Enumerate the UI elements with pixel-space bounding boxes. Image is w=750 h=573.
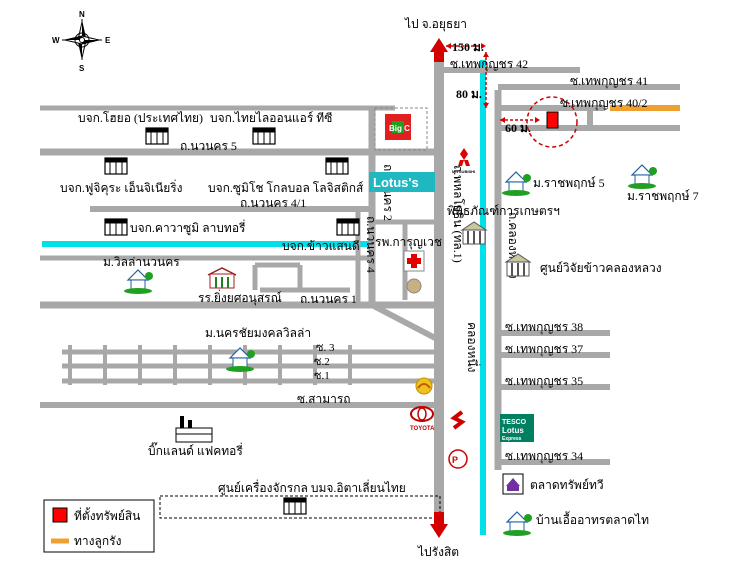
village-icon bbox=[124, 164, 657, 536]
bigland-label: บิ๊กแลนด์ แฟคทอรี่ bbox=[148, 442, 243, 458]
compass-n: N bbox=[79, 10, 85, 19]
dim-80: 80 ม. bbox=[456, 87, 482, 101]
big-c-text: Big C bbox=[389, 124, 410, 133]
legend-property-icon bbox=[52, 507, 68, 523]
arrow-down-icon bbox=[430, 512, 448, 538]
toyota-logo-icon: TOYOTA bbox=[410, 406, 435, 432]
factory-icon bbox=[104, 127, 360, 515]
ratchaphruek7-label: ม.ราชพฤกษ์ 7 bbox=[627, 189, 699, 203]
tesco-express-text: Express bbox=[502, 436, 522, 442]
soi2-label: ซ.2 bbox=[314, 356, 330, 368]
tesco-lotus-logo: TESCO Lotus Express bbox=[500, 414, 534, 442]
lotus-text: Lotus's bbox=[373, 175, 419, 190]
samakhi-road-label: ซ.สามารถ bbox=[297, 392, 351, 406]
soi-40-2-label: ซ.เทพกุญชร 40/2 bbox=[560, 96, 647, 111]
rice-center-icon bbox=[504, 253, 532, 277]
tesco-text: TESCO bbox=[502, 419, 527, 426]
legend-rail-label: ทางลูกรัง bbox=[74, 534, 121, 549]
dimension-markers bbox=[446, 43, 540, 123]
tesco-lotus-text: Lotus bbox=[502, 426, 524, 435]
hoya-label: บจก.โฮยอ (ประเทศไทย) bbox=[78, 111, 203, 125]
nawanakorn5-label: ถ.นวนคร 5 bbox=[180, 139, 237, 153]
soi3-label: ซ. 3 bbox=[316, 342, 335, 354]
machinery-area bbox=[159, 495, 441, 519]
school-label: รร.ยิ่งยศอนุสรณ์ bbox=[198, 289, 282, 306]
property-marker-icon bbox=[546, 111, 559, 129]
legend: ที่ตั้งทรัพย์สิน ทางลูกรัง bbox=[43, 499, 155, 553]
market-label: ตลาดทรัพย์ทวี bbox=[530, 478, 604, 492]
khaosanti-label: บจก.ข้าวแสนดี bbox=[282, 239, 360, 253]
nawanakorn4-1-label: ถ.นวนคร 4/1 bbox=[240, 196, 306, 210]
nawanakorn1-label: ถ.นวนคร 1 bbox=[300, 292, 357, 306]
canal-label: คลองหนึ่ง bbox=[465, 322, 481, 372]
big-c-area bbox=[374, 107, 428, 151]
market-icon bbox=[502, 473, 524, 495]
nakornchai-label: ม.นครชัยมงคลวิลล่า bbox=[205, 326, 311, 340]
big-c-logo-icon: Big C bbox=[385, 114, 411, 140]
soi-37-label: ซ.เทพกุญชร 37 bbox=[505, 342, 583, 357]
lotus-logo: Lotus's bbox=[369, 172, 435, 192]
compass-rose-icon: N S E W bbox=[52, 10, 111, 73]
to-rangsit-label: ไปรังสิต bbox=[417, 545, 459, 559]
legend-property-label: ที่ตั้งทรัพย์สิน bbox=[74, 507, 140, 523]
mitsubishi-logo-icon: MITSUBISHI bbox=[452, 148, 475, 174]
soi-41-label: ซ.เทพกุญชร 41 bbox=[570, 74, 648, 89]
ratchaphruek5-label: ม.ราชพฤกษ์ 5 bbox=[533, 176, 605, 190]
museum-icon bbox=[460, 221, 488, 245]
svg-text:P: P bbox=[452, 455, 458, 465]
fuel-station-icon bbox=[415, 377, 433, 395]
rice-center-label: ศูนย์วิจัยข้าวคลองหลวง bbox=[540, 261, 662, 276]
arrow-up-icon bbox=[430, 38, 448, 62]
museum-label: พิพิธภัณฑ์การเกษตรฯ bbox=[447, 204, 560, 218]
property-circle bbox=[526, 96, 578, 148]
soi-42-label: ซ.เทพกุญชร 42 bbox=[450, 57, 528, 72]
house-label: บ้านเอื้ออาทรตลาดไท bbox=[536, 511, 649, 527]
soi-34-label: ซ.เทพกุญชร 34 bbox=[505, 449, 583, 464]
road-network bbox=[40, 58, 680, 515]
nawanakorn4-label: ถ.นวนคร 4 bbox=[364, 216, 378, 273]
soi1-label: ซ.1 bbox=[314, 370, 330, 382]
kawasumi-label: บจก.คาวาซูมิ ลาบทอรี่ bbox=[130, 219, 246, 236]
dim-150: 150 ม. bbox=[452, 40, 484, 54]
fujikura-label: บจก.ฟูจิคุระ เอ็นจิเนียริ่ง bbox=[60, 179, 183, 196]
compass-s: S bbox=[79, 64, 85, 73]
soi-38-label: ซ.เทพกุญชร 38 bbox=[505, 320, 583, 335]
dim-60: 60 ม. bbox=[505, 121, 531, 135]
mitsubishi-text: MITSUBISHI bbox=[452, 169, 475, 174]
hospital-label: รพ.การุญเวช bbox=[375, 235, 442, 250]
compass-e: E bbox=[105, 36, 111, 45]
school-icon bbox=[207, 267, 237, 289]
chimney-factory-icon bbox=[175, 416, 213, 443]
thai-airline-label: บจก.ไทยไลออนแอร์ ทีซี bbox=[210, 111, 332, 125]
villa-label: ม.วิลล่านวนคร bbox=[103, 255, 180, 269]
soi-35-label: ซ.เทพกุญชร 35 bbox=[505, 374, 583, 389]
toyota-text: TOYOTA bbox=[410, 426, 435, 432]
to-ayutthaya-label: ไป จ.อยุธยา bbox=[404, 17, 467, 32]
pt-logo-icon: P bbox=[448, 449, 468, 469]
compass-w: W bbox=[52, 36, 60, 45]
highway-label: ถ.พหลโยธิน (ทล.1) bbox=[451, 165, 465, 263]
suzuki-logo-icon bbox=[450, 410, 466, 430]
hospital-icon bbox=[403, 250, 425, 294]
machinery-label: ศูนย์เครื่องจักรกล บมจ.อิตาเลี่ยนไทย bbox=[218, 479, 406, 496]
sumisho-label: บจก.ซูมิโช โกลบอล โลจิสติกส์ bbox=[208, 181, 364, 196]
